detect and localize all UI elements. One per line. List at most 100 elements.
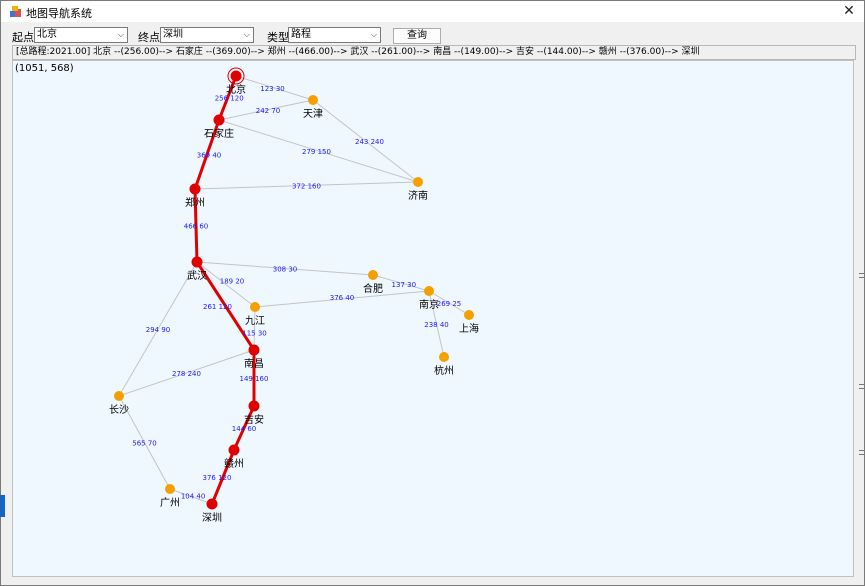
city-label-zhengzhou: 郑州	[185, 196, 205, 209]
cursor-coordinates: (1051, 568)	[15, 63, 74, 74]
chevron-down-icon: ⌵	[117, 30, 124, 39]
road-tianjin-jinan	[312, 99, 419, 183]
road-jiujiang-nanjing	[254, 290, 430, 308]
edge-label: 308 30	[273, 266, 298, 274]
edge-label: 104 40	[181, 492, 206, 500]
road-hefei-nanjing	[372, 274, 430, 292]
city-marker-jinan[interactable]	[413, 177, 423, 187]
city-label-nanjing: 南京	[419, 298, 439, 311]
city-marker-guangzhou[interactable]	[165, 484, 175, 494]
city-marker-hefei[interactable]	[368, 270, 378, 280]
start-label: 起点	[12, 31, 34, 44]
city-marker-shijiazhuang[interactable]	[213, 114, 225, 126]
city-label-jian: 吉安	[244, 413, 264, 426]
close-button[interactable]: ✕	[840, 2, 858, 20]
route-segment-wuhan-nanchang	[195, 260, 256, 352]
city-marker-nanchang[interactable]	[248, 344, 260, 356]
resize-grip	[859, 277, 864, 278]
edge-label: 278 240	[172, 370, 201, 378]
city-label-guangzhou: 广州	[160, 497, 180, 509]
chevron-down-icon: ⌵	[370, 30, 377, 39]
selected-city-ring	[227, 67, 245, 85]
resize-grip	[859, 388, 864, 389]
road-shijiazhuang-tianjin	[218, 99, 314, 121]
edges-layer	[118, 75, 470, 505]
city-marker-nanjing[interactable]	[424, 286, 434, 296]
resize-grip	[859, 450, 864, 451]
edge-label: 137 30	[392, 281, 417, 289]
city-label-shijiazhuang: 石家庄	[204, 127, 234, 140]
end-select-value: 深圳	[163, 29, 183, 40]
city-marker-jiujiang[interactable]	[250, 302, 260, 312]
resize-grip	[859, 454, 864, 455]
road-wuhan-jiujiang	[196, 261, 256, 308]
type-label: 类型	[267, 31, 289, 44]
query-button[interactable]: 查询	[393, 28, 441, 44]
road-beijing-tianjin	[235, 75, 314, 101]
edge-label: 369 40	[197, 152, 222, 160]
edge-label: 256 120	[215, 95, 244, 103]
start-select[interactable]: 北京 ⌵	[34, 27, 128, 43]
edge-label: 243 240	[355, 138, 384, 146]
city-marker-shenzhen[interactable]	[206, 498, 218, 510]
edge-label: 376 40	[330, 294, 355, 302]
road-changsha-guangzhou	[118, 395, 171, 490]
city-marker-jian[interactable]	[248, 400, 260, 412]
city-label-shenzhen: 深圳	[202, 512, 222, 524]
edge-label: 144 60	[232, 425, 257, 433]
city-label-wuhan: 武汉	[187, 269, 207, 282]
road-nanjing-shanghai	[428, 290, 470, 316]
city-marker-changsha[interactable]	[114, 391, 124, 401]
road-wuhan-hefei	[196, 261, 374, 276]
title-bar[interactable]: 地图导航系统 ✕	[1, 1, 864, 22]
edge-label: 376 120	[203, 474, 232, 482]
city-marker-zhengzhou[interactable]	[189, 183, 201, 195]
city-label-jiujiang: 九江	[245, 315, 265, 327]
edge-label: 115 30	[242, 330, 267, 338]
start-select-value: 北京	[37, 29, 57, 40]
end-select[interactable]: 深圳 ⌵	[160, 27, 254, 43]
edge-label: 372 160	[292, 183, 321, 191]
edge-label: 279 150	[302, 148, 331, 156]
edge-label: 238 40	[424, 321, 449, 329]
city-marker-hangzhou[interactable]	[439, 352, 449, 362]
city-label-shanghai: 上海	[459, 322, 479, 335]
edge-label: 242 70	[256, 107, 281, 115]
city-marker-wuhan[interactable]	[191, 256, 203, 268]
city-label-beijing: 北京	[226, 83, 246, 96]
edge-label: 466 60	[184, 223, 209, 231]
background-window-edge	[0, 495, 5, 517]
city-marker-shanghai[interactable]	[464, 310, 474, 320]
close-icon: ✕	[843, 3, 855, 19]
edge-label: 261 120	[203, 303, 232, 311]
type-select[interactable]: 路程 ⌵	[288, 27, 381, 43]
window-title: 地图导航系统	[26, 7, 92, 20]
chevron-down-icon: ⌵	[243, 30, 250, 39]
edge-label: 189 20	[220, 278, 245, 286]
city-label-jinan: 济南	[408, 189, 428, 202]
city-marker-beijing[interactable]	[230, 70, 242, 82]
resize-grip	[859, 273, 864, 274]
road-shijiazhuang-jinan	[218, 119, 419, 183]
route-segment-jian-ganzhou	[232, 404, 256, 452]
road-changsha-nanchang	[118, 349, 255, 397]
edge-label: 294 90	[146, 326, 171, 334]
city-label-ganzhou: 赣州	[224, 457, 244, 470]
city-marker-tianjin[interactable]	[308, 95, 318, 105]
city-label-hangzhou: 杭州	[434, 364, 454, 377]
route-layer	[193, 74, 256, 506]
app-icon	[10, 6, 21, 17]
route-segment-ganzhou-shenzhen	[210, 448, 236, 506]
city-marker-ganzhou[interactable]	[228, 444, 240, 456]
road-wuhan-changsha	[118, 261, 198, 397]
city-label-tianjin: 天津	[303, 108, 323, 120]
edge-label: 149 160	[240, 375, 269, 383]
road-zhengzhou-jinan	[194, 181, 419, 190]
edge-label: 565 70	[132, 440, 157, 448]
city-label-hefei: 合肥	[363, 282, 383, 295]
road-jiujiang-nanchang	[253, 306, 256, 351]
city-label-changsha: 长沙	[109, 404, 129, 416]
